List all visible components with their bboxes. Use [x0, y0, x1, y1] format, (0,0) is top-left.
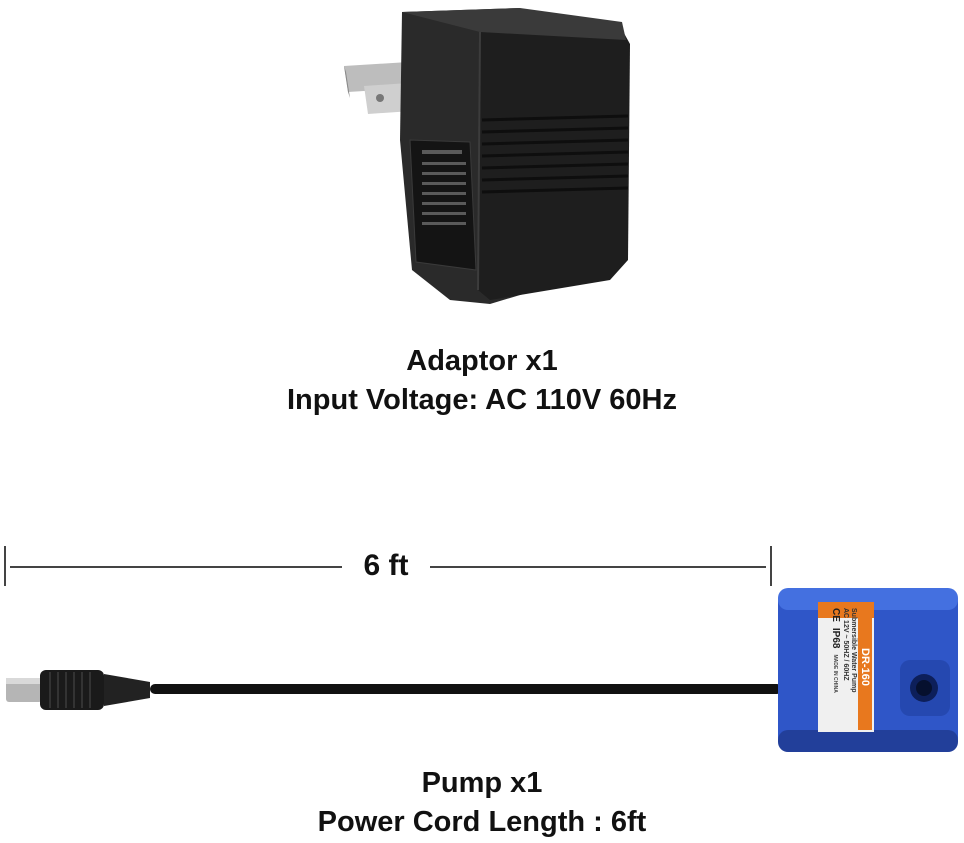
- pump-label-title: Submersible Water Pump: [850, 608, 857, 693]
- measurement-line-left: [10, 566, 342, 568]
- measurement-line-right: [430, 566, 766, 568]
- pump-label-model: DR-160: [858, 604, 872, 730]
- adaptor-caption-voltage: Input Voltage: AC 110V 60Hz: [287, 384, 677, 416]
- pump-caption-cord-length: Power Cord Length : 6ft: [317, 806, 647, 838]
- dc-plug-body: [40, 670, 104, 710]
- pump-label-text-group: DR-160 Submersible Water Pump AC 12V ~ 5…: [820, 604, 872, 730]
- pump-illustration: [6, 588, 958, 752]
- adaptor-image: [330, 0, 640, 310]
- pump-label-spec: AC 12V ~ 50HZ / 60HZ: [842, 608, 849, 681]
- power-cord: [150, 684, 782, 694]
- adaptor-caption-title: Adaptor x1: [406, 345, 558, 377]
- pump-label-origin: MADE IN CHINA: [832, 654, 839, 693]
- dc-plug-strain-relief: [104, 674, 150, 706]
- measurement-label: 6 ft: [363, 549, 409, 582]
- pump-caption-title: Pump x1: [421, 767, 543, 799]
- measurement-tick-right: [770, 546, 772, 586]
- adaptor-illustration: [344, 8, 630, 304]
- pump-label-ce: CE: [830, 608, 841, 622]
- adaptor-body-front: [478, 26, 630, 300]
- pump-label-ip: IP68: [830, 627, 841, 649]
- pump-image: DR-160 Submersible Water Pump AC 12V ~ 5…: [0, 580, 964, 760]
- measurement-tick-left: [4, 546, 6, 586]
